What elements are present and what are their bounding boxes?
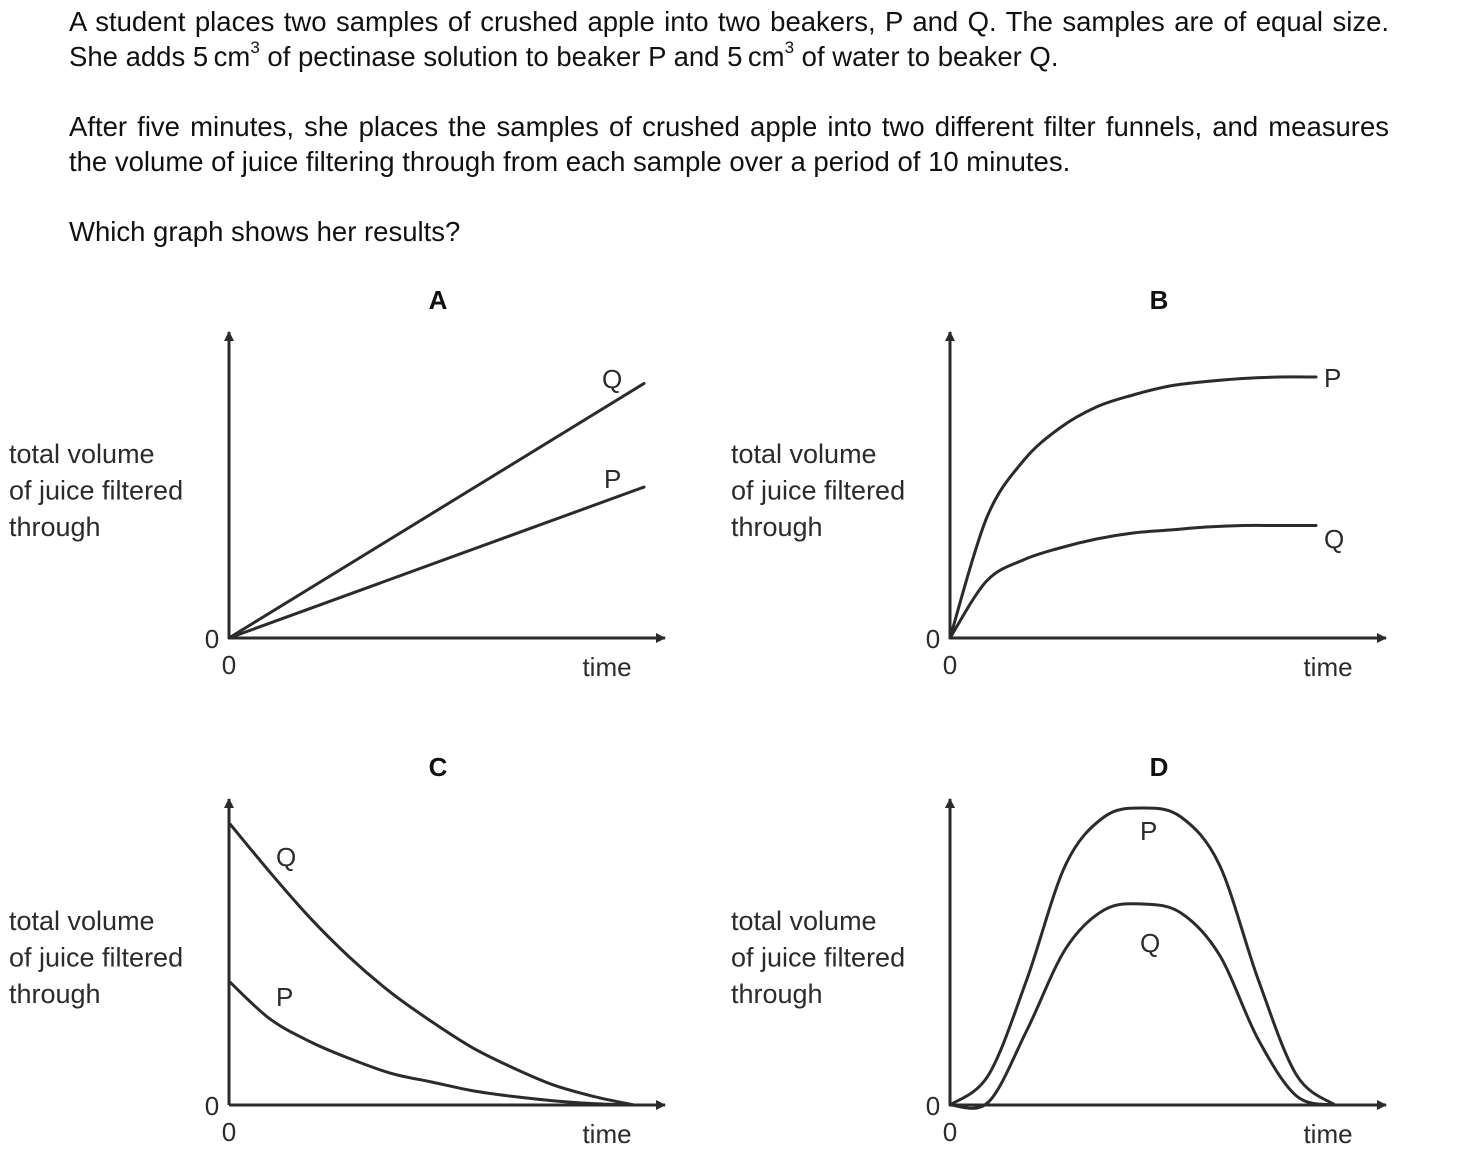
series-line-p <box>227 979 636 1107</box>
series-label-p: P <box>276 982 293 1012</box>
y-axis-label: through <box>9 512 101 542</box>
question-text: A student places two samples of crushed … <box>69 4 1389 249</box>
series-label-p: P <box>1140 816 1157 846</box>
y-origin-label: 0 <box>926 1091 940 1121</box>
y-axis-label: total volume <box>731 906 877 936</box>
series-label-p: P <box>1324 363 1341 393</box>
x-origin-label: 0 <box>222 1117 236 1147</box>
x-origin-label: 0 <box>943 1117 957 1147</box>
series-label-p: P <box>604 464 621 494</box>
option-label: B <box>1150 285 1169 315</box>
y-axis-label: through <box>731 979 823 1009</box>
superscript-3: 3 <box>784 38 795 57</box>
x-axis-label: time <box>582 652 631 682</box>
y-axis-label: of juice filtered <box>9 476 183 506</box>
question-text-part-2: of pectinase solution to beaker P and 5 … <box>259 41 785 72</box>
y-origin-label: 0 <box>205 624 219 654</box>
question-paragraph-1: A student places two samples of crushed … <box>69 4 1389 74</box>
y-axis-label: total volume <box>731 439 877 469</box>
series-label-q: Q <box>1140 928 1160 958</box>
y-axis-label: through <box>731 512 823 542</box>
series-line-q <box>227 821 636 1107</box>
y-origin-label: 0 <box>205 1091 219 1121</box>
question-text-part-3: of water to beaker Q. <box>794 41 1059 72</box>
series-line-p <box>948 375 1318 640</box>
series-label-q: Q <box>1324 524 1344 554</box>
series-label-q: Q <box>602 364 622 394</box>
series-line-q <box>948 523 1318 640</box>
question-text-part-1: A student places two samples of crushed … <box>69 6 1389 72</box>
y-axis-label: of juice filtered <box>731 476 905 506</box>
x-axis-label: time <box>582 1119 631 1149</box>
x-origin-label: 0 <box>222 650 236 680</box>
y-axis-label: of juice filtered <box>731 943 905 973</box>
series-line-p <box>948 806 1337 1107</box>
series-line-p <box>227 485 646 640</box>
y-origin-label: 0 <box>926 624 940 654</box>
option-label: C <box>429 752 448 782</box>
question-paragraph-2: After five minutes, she places the sampl… <box>69 111 1389 177</box>
x-axis-label: time <box>1303 1119 1352 1149</box>
x-axis-label: time <box>1303 652 1352 682</box>
question-prompt: Which graph shows her results? <box>69 216 461 247</box>
option-label: D <box>1150 752 1169 782</box>
x-origin-label: 0 <box>943 650 957 680</box>
y-axis-label: through <box>9 979 101 1009</box>
series-line-q <box>227 381 646 640</box>
series-label-q: Q <box>276 842 296 872</box>
superscript-3: 3 <box>250 38 260 57</box>
y-axis-label: total volume <box>9 906 155 936</box>
option-label: A <box>429 285 448 315</box>
series-line-q <box>948 902 1337 1110</box>
y-axis-label: total volume <box>9 439 155 469</box>
y-axis-label: of juice filtered <box>9 943 183 973</box>
